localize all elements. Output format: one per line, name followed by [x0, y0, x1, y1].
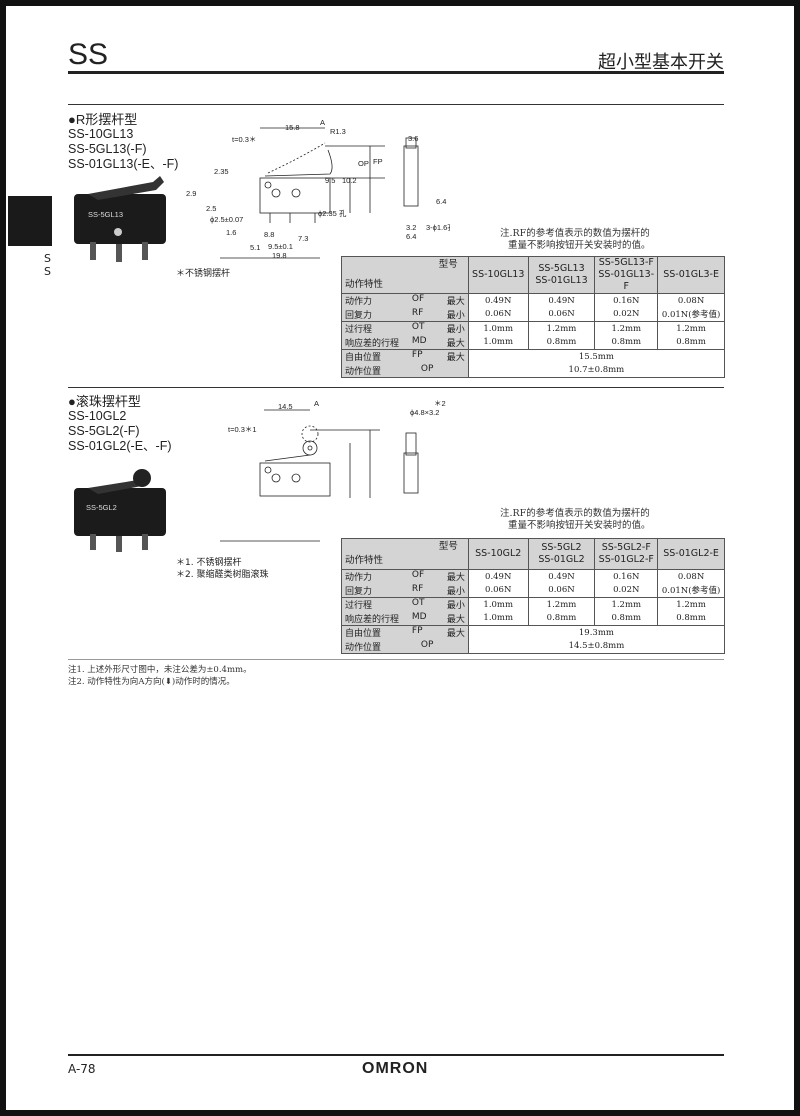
- footer-rule: [68, 1054, 724, 1056]
- table-corner: 型号动作特性: [341, 256, 469, 294]
- dim-label: ＊2: [434, 399, 446, 408]
- rf-note-line: 注.RF的参考值表示的数值为摆杆的: [500, 508, 650, 519]
- dim-label: ϕ2.5±0.07: [210, 215, 243, 224]
- column-header: SS-5GL13-F SS-01GL13-F: [594, 256, 659, 294]
- section-roller-lever: ●滚珠摆杆型 SS-10GL2 SS-5GL2(-F) SS-01GL2(-E、…: [68, 394, 172, 454]
- switch-photo: SS-5GL13: [74, 176, 166, 262]
- lever-note: ＊1. 不锈钢摆杆 ＊2. 聚缩醛类树脂滚珠: [176, 557, 268, 581]
- dim-label: A: [314, 399, 319, 408]
- dim-label: 6.4: [406, 232, 416, 241]
- spec-table-r-lever: 型号动作特性 SS-10GL13 SS-5GL13 SS-01GL13 SS-5…: [341, 256, 726, 378]
- divider: [68, 104, 724, 105]
- dim-label: 14.5: [278, 402, 293, 411]
- dim-label: 10.2: [342, 176, 357, 185]
- dimension-drawing-roller-lever: 14.5 A t=0.3＊1 ＊2 ϕ4.8×3.2: [220, 399, 446, 542]
- dim-label: 6.4: [436, 197, 446, 206]
- dim-label: 2.35: [214, 167, 229, 176]
- header-rule: [68, 71, 724, 74]
- side-tab-label: S S: [44, 252, 51, 278]
- rf-note: 注.RF的参考值表示的数值为摆杆的 重量不影响按钮开关安装时的值。: [500, 508, 651, 532]
- table-corner: 型号动作特性: [341, 538, 469, 570]
- dim-label: OP: [358, 159, 369, 168]
- rf-note: 注.RF的参考值表示的数值为摆杆的 重量不影响按钮开关安装时的值。: [500, 228, 651, 252]
- dim-label: t=0.3＊1: [228, 425, 257, 434]
- column-header: SS-10GL13: [467, 256, 529, 294]
- dim-label: ϕ4.8×3.2: [410, 408, 439, 417]
- dim-label: FP: [373, 157, 383, 166]
- section-title: ●滚珠摆杆型: [68, 394, 141, 409]
- switch-photo: SS-5GL2: [74, 469, 166, 552]
- spec-table-roller-lever: 型号动作特性 SS-10GL2 SS-5GL2 SS-01GL2 SS-5GL2…: [341, 538, 726, 654]
- dim-label: 8.8: [264, 230, 274, 239]
- model-name: SS-10GL2: [68, 409, 127, 423]
- roller-note-line: ＊2. 聚缩醛类树脂滚珠: [176, 570, 269, 580]
- photo-label: SS-5GL2: [86, 503, 117, 512]
- column-header: SS-5GL13 SS-01GL13: [527, 256, 596, 294]
- dim-label: 15.8: [285, 123, 300, 132]
- rf-note-line: 注.RF的参考值表示的数值为摆杆的: [500, 228, 650, 239]
- rf-note-line: 重量不影响按钮开关安装时的值。: [508, 520, 651, 531]
- dim-label: 3.2: [406, 223, 416, 232]
- footnotes: 注1. 上述外形尺寸图中，未注公差为±0.4mm。 注2. 动作特性为向A方向(…: [68, 664, 252, 688]
- dim-label: 9.5±0.1: [268, 242, 293, 251]
- dim-label: 9.5: [325, 176, 335, 185]
- dim-label: 1.6: [226, 228, 236, 237]
- model-name: SS-01GL13(-E、-F): [68, 157, 179, 171]
- section-title: ●R形摆杆型: [68, 112, 138, 127]
- footnote: 注2. 动作特性为向A方向(⬇)动作时的情况。: [68, 677, 235, 687]
- dim-label: ϕ2.35 孔: [318, 209, 347, 218]
- column-header: SS-01GL2-E: [657, 538, 725, 570]
- model-name: SS-5GL13(-F): [68, 142, 147, 156]
- column-header: SS-5GL2-F SS-01GL2-F: [594, 538, 659, 570]
- side-tab: [8, 196, 52, 246]
- dim-label: t=0.3＊: [232, 135, 256, 144]
- page-subtitle: 超小型基本开关: [598, 52, 724, 73]
- lever-note-line: ＊1. 不锈钢摆杆: [176, 558, 242, 568]
- dim-label: 3-ϕ1.6孔: [426, 223, 450, 232]
- rf-note-line: 重量不影响按钮开关安装时的值。: [508, 240, 651, 251]
- column-header: SS-10GL2: [467, 538, 529, 570]
- model-name: SS-01GL2(-E、-F): [68, 439, 172, 453]
- section-r-lever: ●R形摆杆型 SS-10GL13 SS-5GL13(-F) SS-01GL13(…: [68, 112, 178, 172]
- photo-label: SS-5GL13: [88, 210, 123, 219]
- page-title: SS: [68, 38, 109, 71]
- column-header: SS-01GL3-E: [657, 256, 725, 294]
- lever-note: ＊不锈钢摆杆: [176, 269, 231, 279]
- dim-label: 2.9: [186, 189, 196, 198]
- model-name: SS-10GL13: [68, 127, 134, 141]
- omron-logo: OMRON: [362, 1060, 429, 1077]
- column-header: SS-5GL2 SS-01GL2: [527, 538, 596, 570]
- dim-label: A: [320, 118, 325, 127]
- dim-label: 5.1: [250, 243, 260, 252]
- dim-label: 2.5: [206, 204, 216, 213]
- divider: [68, 659, 724, 660]
- dimension-drawing-r-lever: 15.8 A R1.3 t=0.3＊ 2.35 OP FP 9.5 10.2 2…: [186, 118, 450, 260]
- divider: [68, 387, 724, 388]
- model-name: SS-5GL2(-F): [68, 424, 140, 438]
- dim-label: R1.3: [330, 127, 346, 136]
- dim-label: 19.8: [272, 251, 287, 260]
- footnote: 注1. 上述外形尺寸图中，未注公差为±0.4mm。: [68, 665, 252, 675]
- dim-label: 3.6: [408, 134, 418, 143]
- page-number: A-78: [68, 1062, 96, 1076]
- dim-label: 7.3: [298, 234, 308, 243]
